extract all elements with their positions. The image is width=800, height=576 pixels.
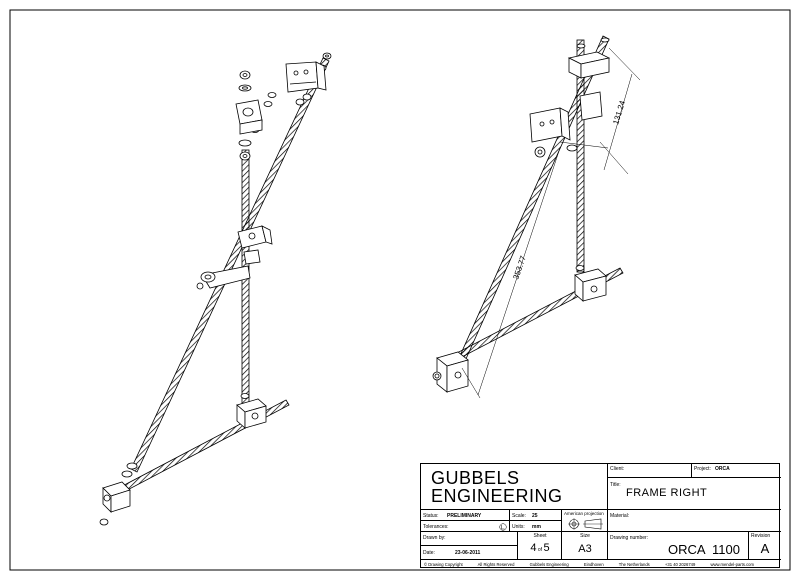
projection-cell: American projection [562, 510, 608, 532]
status-value: PRELIMINARY [447, 513, 482, 519]
sheet-border [9, 9, 791, 571]
size-label: Size [580, 533, 590, 539]
tolerances-cell: Tolerances: [421, 521, 510, 532]
footer-country: The Netherlands [618, 562, 650, 567]
scale-value: 25 [532, 513, 538, 519]
status-cell: Status: PRELIMINARY [421, 510, 510, 521]
title-value: FRAME RIGHT [626, 487, 708, 499]
footer-city: Eindhoven [583, 562, 604, 567]
assembled-lower-block [574, 265, 607, 302]
footer-phone: +31 40 2026749 [664, 562, 696, 567]
bottom-left-block [99, 462, 138, 526]
project-value: ORCA [715, 466, 730, 472]
exploded-view [99, 52, 332, 526]
assembled-view: 131.24 353.77 [432, 35, 641, 399]
upper-bracket [285, 61, 327, 93]
sheet-number: 4 [530, 542, 537, 554]
assembled-bracket [529, 91, 603, 158]
projection-symbol-icon [568, 518, 603, 530]
lower-block [236, 393, 267, 429]
sheet-of: of [537, 547, 543, 553]
sheet-number-group: 4 of 5 [518, 542, 561, 554]
units-label: Units: [512, 524, 525, 530]
dimension-lines [461, 47, 641, 399]
title-block: GUBBELS ENGINEERING Client: Project: ORC… [420, 463, 781, 568]
drawing-number-label: Drawing number: [610, 535, 649, 541]
dimension-label-353: 353.77 [511, 254, 528, 281]
projection-label: American projection [564, 511, 604, 516]
material-label: Material: [610, 513, 630, 519]
scale-label: Scale: [512, 513, 526, 519]
drawing-number-value: ORCA 1100 [667, 542, 740, 557]
middle-joint [196, 225, 273, 290]
size-value: A3 [578, 543, 592, 555]
dimension-label-131: 131.24 [611, 99, 627, 126]
footer-line: © Drawing Copyright All Rights Reserved … [424, 562, 778, 567]
drawing-number-cell: Drawing number: ORCA 1100 [608, 532, 749, 560]
footer-copyright: © Drawing Copyright [424, 562, 463, 567]
footer-website: www.mendel-parts.com [710, 562, 755, 567]
client-label: Client: [610, 466, 625, 472]
material-cell: Material: [608, 510, 781, 532]
date-label: Date: [423, 550, 435, 556]
size-cell: Size A3 [562, 532, 608, 560]
date-value: 23-06-2011 [455, 550, 481, 556]
upper-clamp-block [235, 99, 263, 135]
sheet-label: Sheet [533, 533, 547, 539]
assembled-top-block [567, 37, 611, 79]
tolerances-label: Tolerances: [423, 524, 449, 530]
revision-cell: Revision A [749, 532, 781, 560]
drawn-by-cell: Drawn by: [421, 532, 518, 546]
units-cell: Units: mm [510, 521, 562, 532]
drawn-by-label: Drawn by: [423, 535, 446, 541]
assembled-bottom-left-block [432, 351, 469, 393]
scale-cell: Scale: 25 [510, 510, 562, 521]
assembled-vertical-rod [576, 39, 585, 273]
revision-value: A [760, 541, 770, 556]
company-name-line2: ENGINEERING [431, 486, 563, 506]
revision-label: Revision [751, 533, 771, 539]
project-label: Project: [694, 466, 711, 472]
company-cell: GUBBELS ENGINEERING [421, 464, 608, 510]
date-cell: Date: 23-06-2011 [421, 546, 518, 560]
diagonal-threaded-rod [130, 57, 330, 473]
sheet-cell: Sheet 4 of 5 [518, 532, 562, 560]
client-cell: Client: [608, 464, 692, 478]
title-label: Title: [610, 482, 621, 488]
title-cell: Title: FRAME RIGHT [608, 478, 781, 510]
company-name-line1: GUBBELS [431, 468, 520, 488]
footer-rights: All Rights Reserved [477, 562, 515, 567]
status-label: Status: [423, 513, 439, 519]
sheet-total: 5 [543, 542, 550, 554]
units-value: mm [532, 524, 541, 530]
footer-company: Gubbels Engineering [529, 562, 569, 567]
project-cell: Project: ORCA [692, 464, 781, 478]
tolerance-symbol-icon [499, 523, 507, 531]
